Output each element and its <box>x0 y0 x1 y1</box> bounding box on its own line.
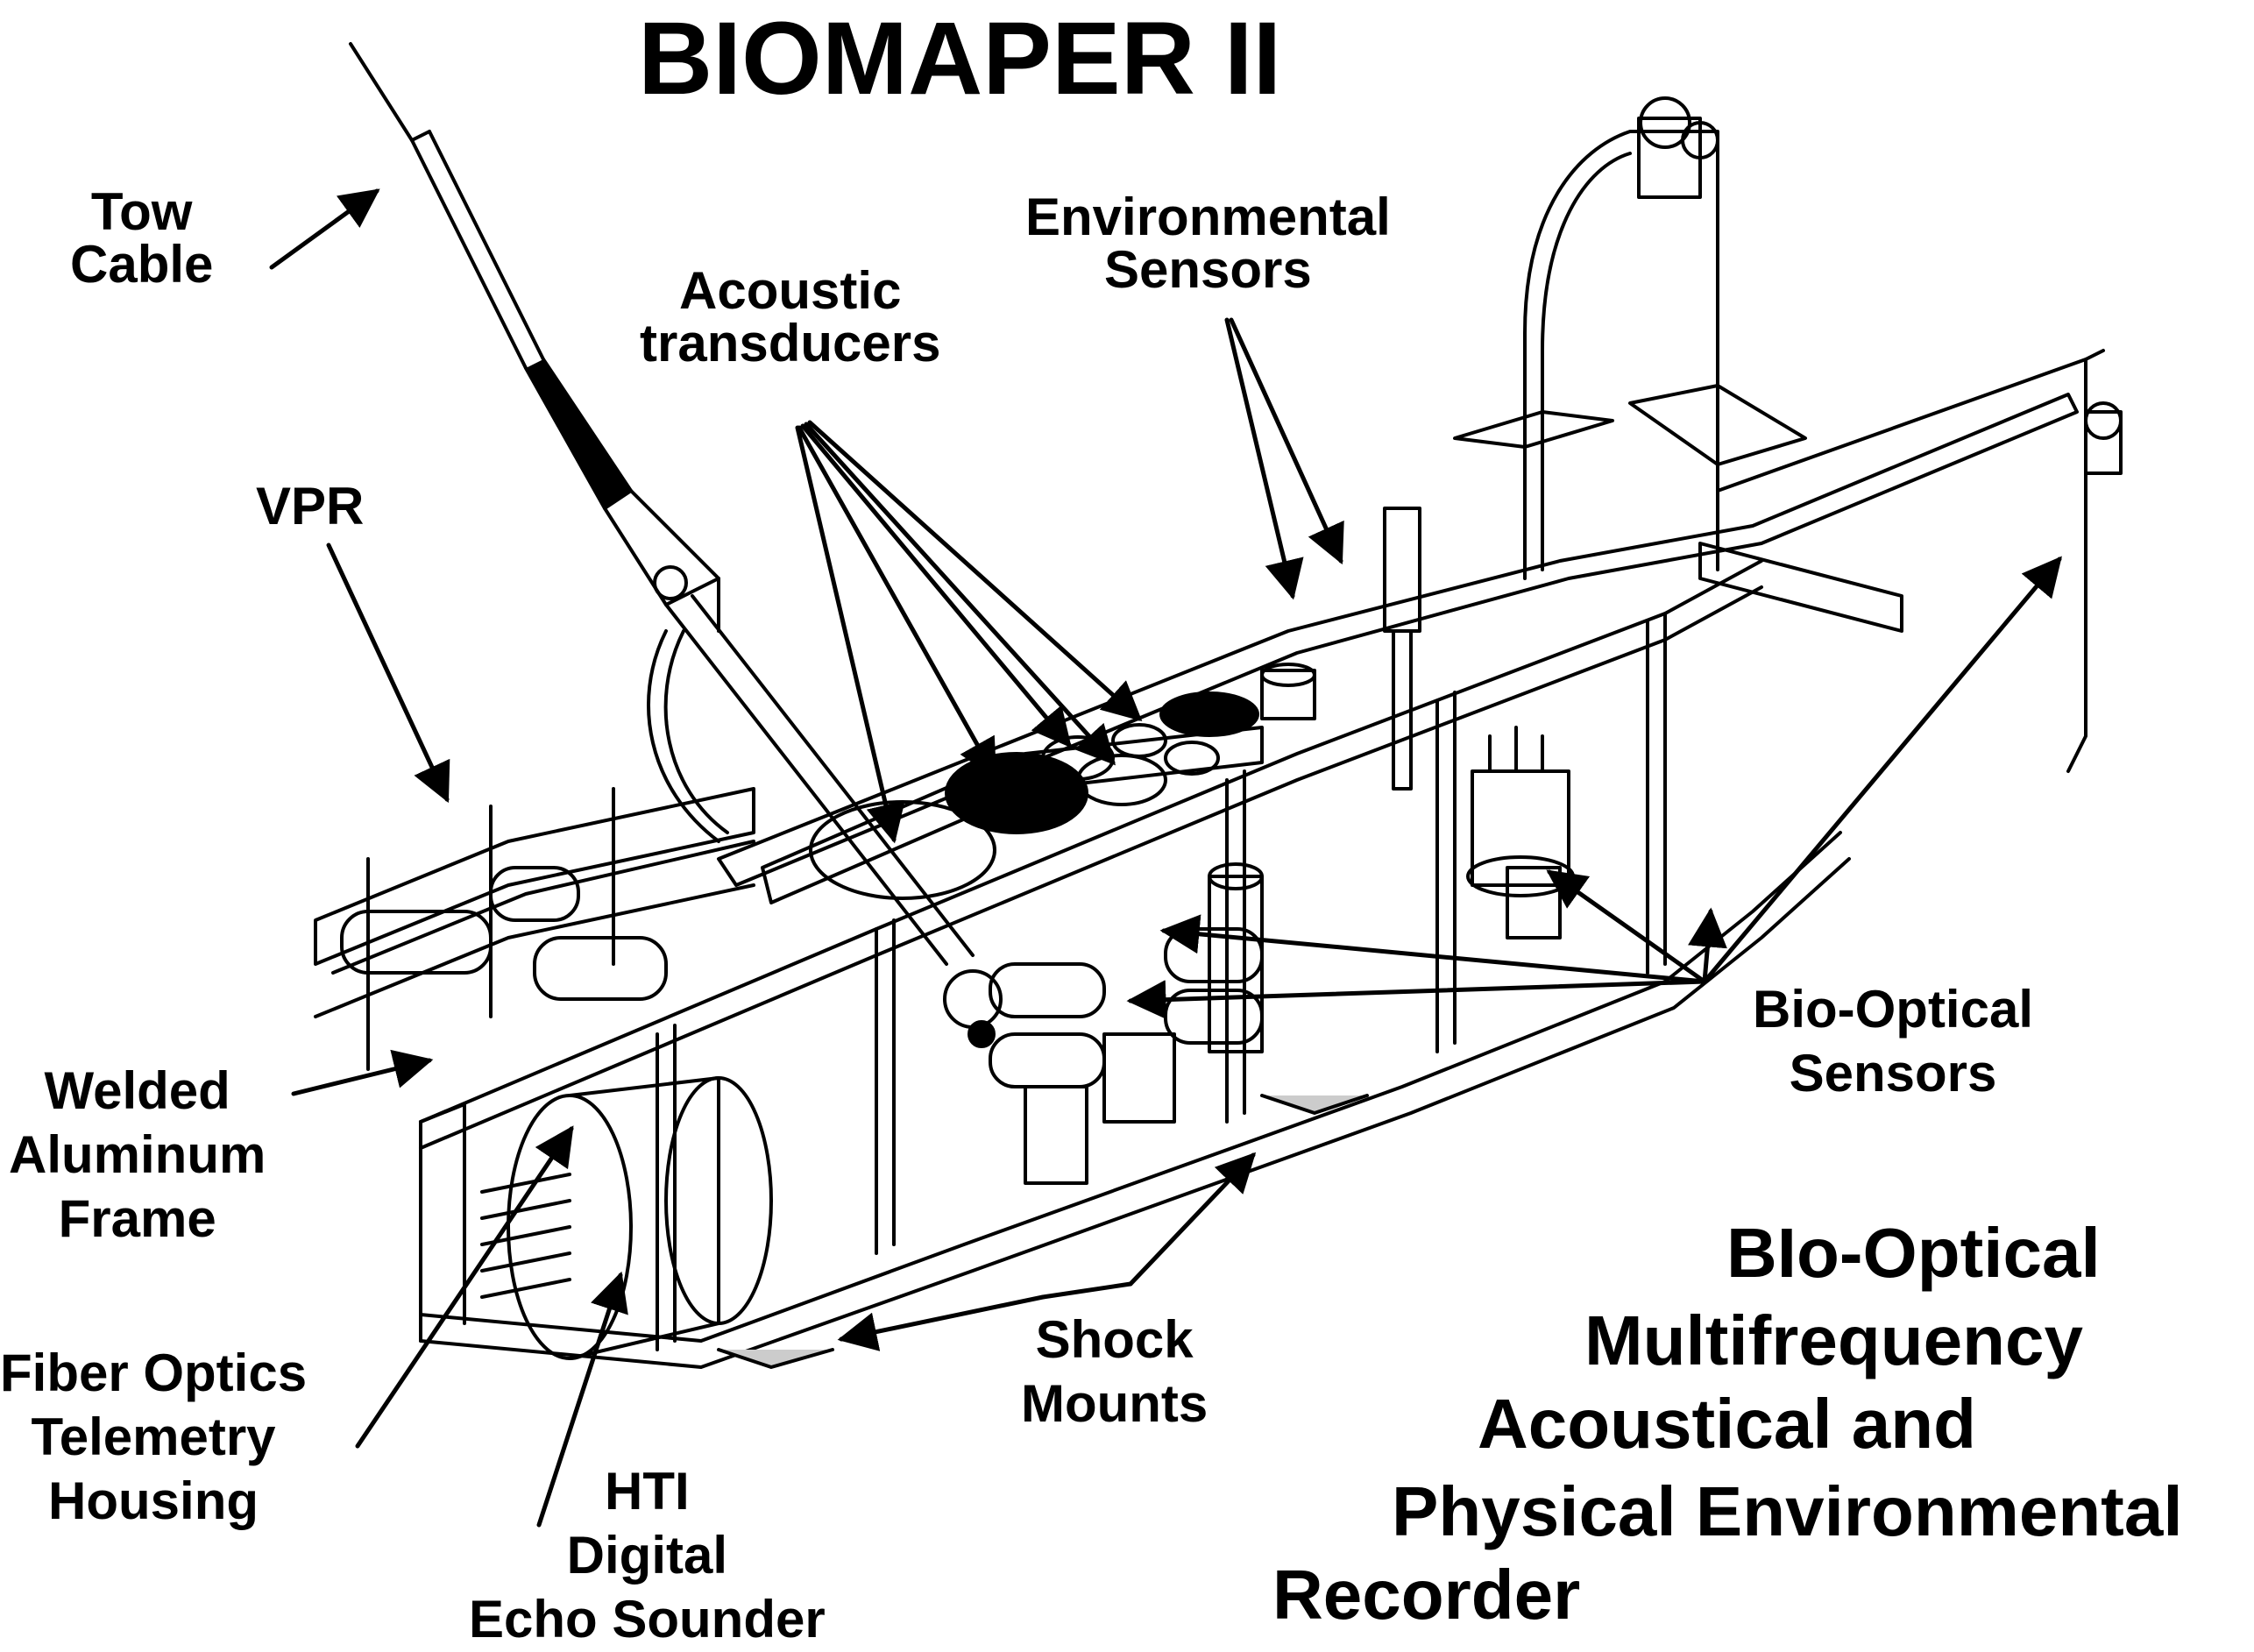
label-welded-line-3: Frame <box>58 1189 216 1249</box>
label-hti-line-3: Echo Sounder <box>469 1590 826 1649</box>
arrow-acoustic-3 <box>800 423 1072 748</box>
label-acoustic-line-2: transducers <box>640 314 941 372</box>
arrow-welded-frame <box>291 1049 434 1096</box>
label-acoustic-transducers: Acoustic transducers <box>640 265 940 370</box>
arrow-fiber-optics <box>355 1125 574 1449</box>
label-hti-echo-sounder: HTI Digital Echo Sounder <box>469 1459 826 1652</box>
label-welded-line-1: Welded <box>44 1061 230 1120</box>
label-welded-line-2: Aluminum <box>9 1125 266 1185</box>
arrow-bio-3 <box>1546 869 1707 984</box>
arrow-bio-1 <box>1159 914 1707 984</box>
label-fiber-line-2: Telemetry <box>31 1407 276 1467</box>
label-bio-optical-sensors: Bio-Optical Sensors <box>1753 977 2033 1105</box>
label-environmental-sensors: Environmental Sensors <box>1025 191 1391 296</box>
tow-cable <box>349 42 1003 1048</box>
shock-mounts <box>717 1094 1369 1369</box>
label-tow-cable-line-2: Cable <box>70 235 214 294</box>
arrow-shock-mount-1 <box>1128 1152 1257 1287</box>
label-shock-line-1: Shock <box>1035 1310 1194 1369</box>
page-title: BIOMAPER II <box>638 1 1282 117</box>
arrow-env-1 <box>1224 317 1304 600</box>
arrow-bio-2 <box>1126 979 1707 1020</box>
label-hti-line-1: HTI <box>605 1462 690 1521</box>
label-fiber-line-1: Fiber Optics <box>0 1344 308 1402</box>
arrow-bio-5 <box>1702 556 2062 984</box>
label-fiber-line-3: Housing <box>48 1471 259 1531</box>
acronym-line-2: Multifrequency <box>1584 1301 2083 1379</box>
acronym-line-3: Acoustical and <box>1478 1385 1977 1463</box>
label-acoustic-line-1: Acoustic <box>679 261 902 320</box>
arrow-acoustic-5 <box>807 420 1143 722</box>
callout-arrows <box>269 188 2062 1528</box>
arrow-acoustic-4 <box>804 422 1116 766</box>
acronym-line-4: Physical Environmental <box>1392 1472 2183 1550</box>
arrow-vpr <box>326 542 450 804</box>
label-welded-aluminum-frame: Welded Aluminum Frame <box>9 1059 266 1251</box>
arrow-acoustic-2 <box>797 425 997 779</box>
label-bio-line-1: Bio-Optical <box>1753 980 2034 1039</box>
arrow-hti <box>536 1271 628 1528</box>
label-tow-cable: Tow Cable <box>70 186 213 291</box>
label-vpr-line-1: VPR <box>256 477 365 535</box>
acronym-line-5: Recorder <box>1272 1556 1581 1634</box>
label-bio-line-2: Sensors <box>1789 1044 1997 1103</box>
arrow-env-2 <box>1229 317 1344 565</box>
arrow-shock-mounts-stem <box>1040 1281 1133 1300</box>
vpr-cage <box>314 787 755 1071</box>
label-fiber-optics-housing: Fiber Optics Telemetry Housing <box>0 1341 307 1534</box>
label-vpr: VPR <box>256 480 364 533</box>
label-tow-cable-line-1: Tow <box>90 182 193 241</box>
label-shock-mounts: Shock Mounts <box>1021 1308 1208 1436</box>
arrow-acoustic-1 <box>795 425 905 844</box>
arrow-tow-cable <box>269 188 380 270</box>
arrow-bio-4 <box>1688 907 1727 984</box>
interior-components <box>480 726 1575 1360</box>
label-shock-line-2: Mounts <box>1021 1374 1209 1434</box>
label-env-line-2: Sensors <box>1103 240 1312 299</box>
label-env-line-1: Environmental <box>1025 188 1391 246</box>
label-hti-line-2: Digital <box>566 1526 728 1585</box>
arrow-shock-mount-2 <box>837 1294 1045 1351</box>
acronym-line-1: BIo-Optical <box>1726 1214 2101 1292</box>
